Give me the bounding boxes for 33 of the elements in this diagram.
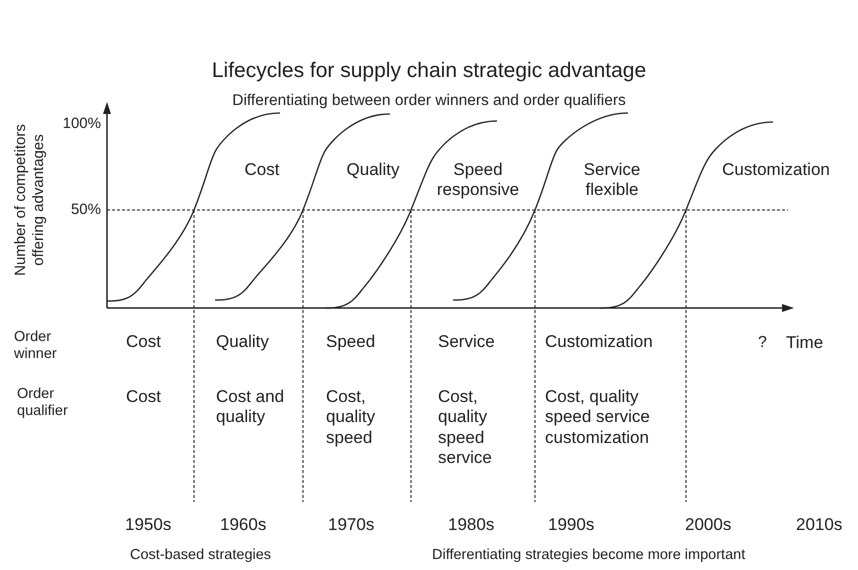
table-cell: Service xyxy=(438,332,495,352)
table-cell: Speed xyxy=(326,332,376,352)
year-label: 1960s xyxy=(220,515,266,536)
table-cell: Customization xyxy=(545,332,653,352)
subtitle: Differentiating between order winners and order qualifiers xyxy=(232,92,626,111)
year-label: 1950s xyxy=(125,515,172,536)
table-cell: Quality xyxy=(216,332,269,352)
curve-label: Speed responsive xyxy=(436,160,520,201)
year-label: 1970s xyxy=(328,515,374,536)
tick-label: 100% xyxy=(62,115,101,133)
curve-label: Customization xyxy=(722,160,830,180)
table-cell-text: Cost, quality speed service xyxy=(438,387,493,469)
axis-label: Time xyxy=(786,333,824,354)
note: Cost-based strategies xyxy=(130,547,272,564)
table-cell-text: Cost xyxy=(126,387,162,408)
year-label: 2000s xyxy=(685,515,732,536)
table-cell: Cost xyxy=(126,332,161,352)
table-cell-text: Cost, quality speed service customization xyxy=(545,387,651,448)
tick-label: 50% xyxy=(70,201,101,219)
axis-label: Number of competitors offering advantages xyxy=(12,123,48,278)
year-label: 1980s xyxy=(448,515,494,536)
row-header: Order winner xyxy=(14,329,58,364)
table-cell-text: Cost, quality speed xyxy=(326,387,376,448)
curve-label: Quality xyxy=(346,160,400,180)
note: Differentiating strategies become more important xyxy=(432,547,746,564)
title: Lifecycles for supply chain strategic advantage xyxy=(212,58,646,84)
year-label: 2010s xyxy=(796,515,842,536)
curve-label: Service flexible xyxy=(582,160,642,201)
curve-label: Cost xyxy=(244,160,280,180)
table-cell-text: Cost and quality xyxy=(216,387,286,428)
question-mark: ? xyxy=(758,333,767,352)
row-header: Order qualifier xyxy=(17,386,69,421)
year-label: 1990s xyxy=(548,515,594,536)
